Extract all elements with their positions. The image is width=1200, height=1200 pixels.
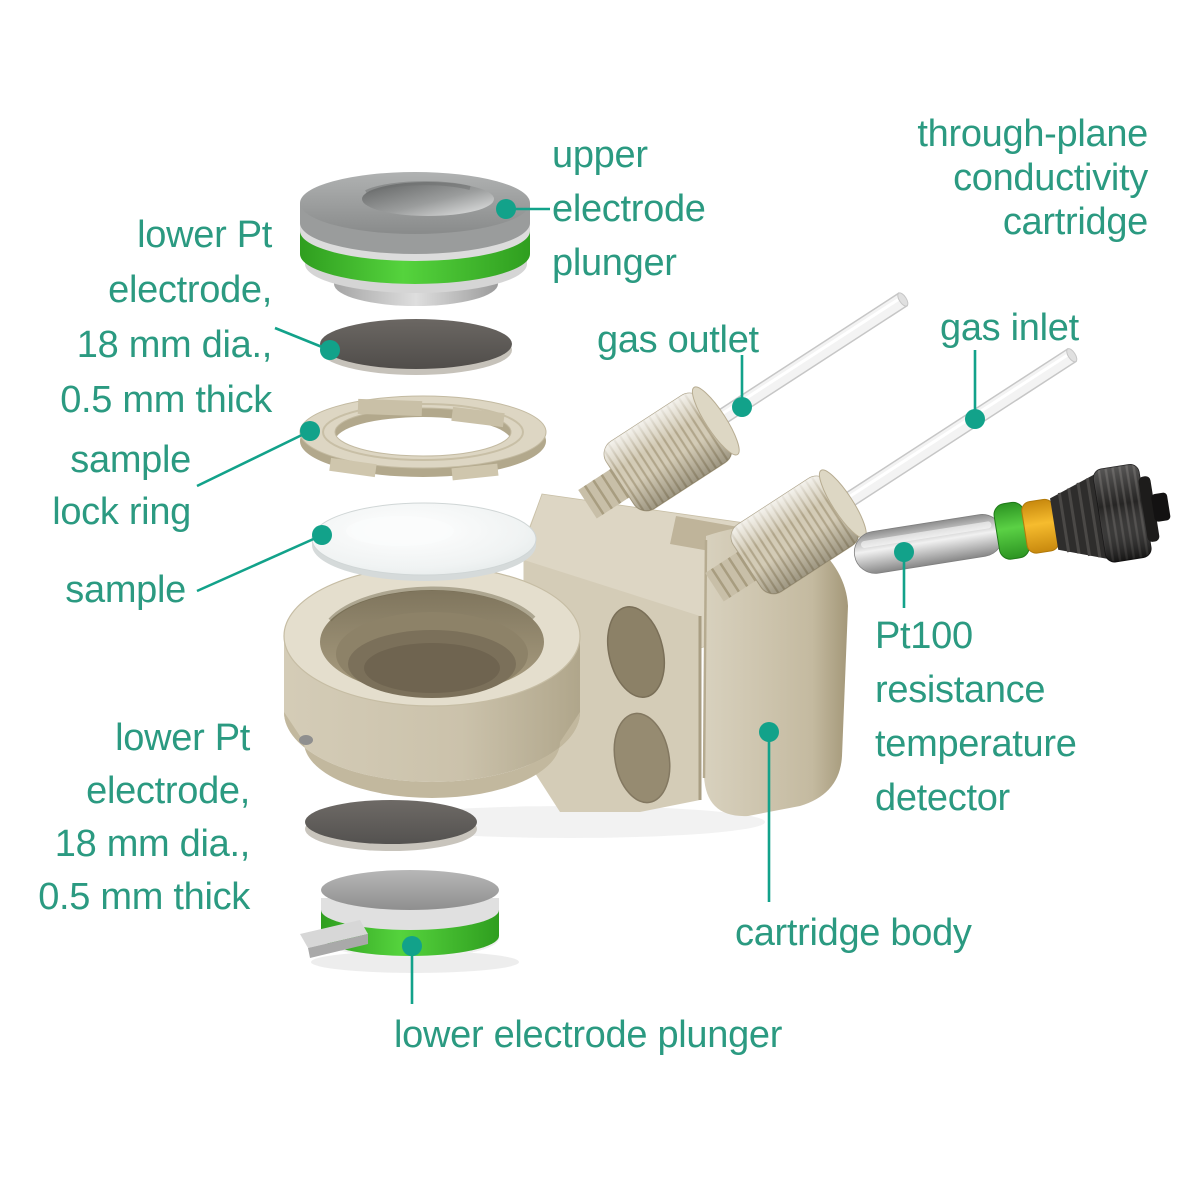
leader-lines: [196, 199, 985, 1004]
label-pt100-rtd: Pt100 resistance temperature detector: [875, 609, 1155, 825]
gas-inlet-fitting: [705, 347, 1078, 602]
gas-inlet-tube: [826, 347, 1078, 519]
leader-dot-lock-ring: [300, 421, 320, 441]
lower-electrode-plunger-part: [300, 870, 519, 973]
label-line: gas inlet: [940, 307, 1079, 349]
pt-electrode-disc-bottom: [305, 800, 477, 851]
leader-line-lock-ring: [196, 431, 307, 488]
label-line: conductivity: [953, 157, 1148, 199]
label-sample-lock-ring: sample lock ring: [31, 434, 191, 538]
label-line: Pt100: [875, 615, 973, 657]
lower-plunger-tab: [300, 920, 368, 958]
label-line: lower Pt: [137, 214, 272, 256]
leader-dot-lower-plunger: [402, 936, 422, 956]
label-line: lower Pt: [115, 717, 250, 759]
sample-lock-ring-part: [299, 395, 547, 481]
label-upper-electrode-plunger: upper electrode plunger: [552, 128, 792, 290]
label-line: sample: [70, 439, 191, 481]
label-line: detector: [875, 777, 1010, 819]
upper-electrode-plunger-part: [300, 172, 530, 306]
leader-dot-pt100: [894, 542, 914, 562]
label-line: 0.5 mm thick: [60, 379, 272, 421]
label-gas-inlet: gas inlet: [940, 301, 1120, 355]
label-line: electrode,: [108, 269, 272, 311]
label-pt-electrode-bottom: lower Pt electrode, 18 mm dia., 0.5 mm t…: [20, 712, 250, 924]
label-through-plane-conductivity-cartridge: through-plane conductivity cartridge: [848, 112, 1148, 244]
label-sample: sample: [31, 564, 186, 616]
leader-dot-gas-outlet: [732, 397, 752, 417]
leader-dot-cartridge-body: [759, 722, 779, 742]
label-pt-electrode-top: lower Pt electrode, 18 mm dia., 0.5 mm t…: [32, 208, 272, 428]
label-line: gas outlet: [597, 319, 759, 361]
gas-outlet-fitting: [578, 292, 909, 519]
leader-dot-upper-plunger: [496, 199, 516, 219]
label-line: cartridge: [1002, 201, 1148, 243]
label-lower-electrode-plunger: lower electrode plunger: [394, 1008, 864, 1062]
leader-dot-gas-inlet: [965, 409, 985, 429]
label-line: 18 mm dia.,: [76, 324, 273, 366]
label-line: sample: [65, 569, 186, 611]
leader-line-sample: [196, 535, 319, 593]
label-line: 18 mm dia.,: [54, 823, 251, 865]
label-line: electrode,: [86, 770, 250, 812]
label-line: through-plane: [917, 113, 1148, 155]
leader-dot-sample: [312, 525, 332, 545]
label-line: electrode: [552, 188, 706, 230]
label-cartridge-body: cartridge body: [735, 906, 1035, 960]
leader-line-pt-electrode-top: [274, 326, 328, 351]
pt-electrode-disc-top: [320, 319, 512, 375]
label-line: resistance: [875, 669, 1046, 711]
pt100-probe-part: [853, 464, 1171, 574]
label-line: lower electrode plunger: [394, 1014, 783, 1056]
label-line: lock ring: [52, 491, 191, 533]
label-line: 0.5 mm thick: [38, 876, 250, 918]
label-gas-outlet: gas outlet: [597, 313, 797, 367]
leader-dot-pt-electrode-top: [320, 340, 340, 360]
label-line: plunger: [552, 242, 677, 284]
label-line: upper: [552, 134, 648, 176]
label-line: temperature: [875, 723, 1077, 765]
label-line: cartridge body: [735, 912, 972, 954]
cartridge-body-part: [283, 292, 1078, 838]
sample-part: [311, 502, 537, 581]
